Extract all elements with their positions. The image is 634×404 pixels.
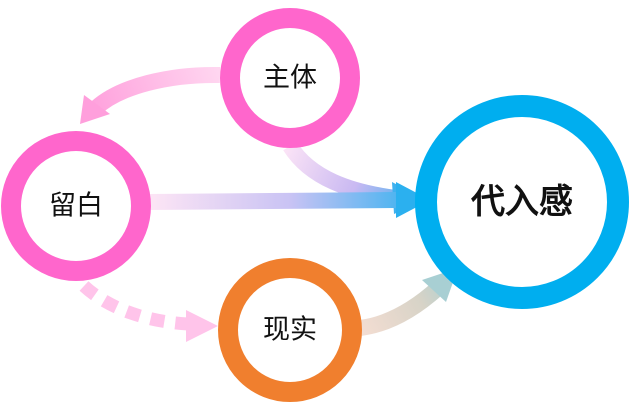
arrow-reality-to-immersion xyxy=(358,268,458,336)
arrow-blank-to-reality xyxy=(79,281,218,342)
arrow-subject-to-blank xyxy=(80,66,221,124)
arrow-blank-to-immersion xyxy=(149,182,430,218)
node-blank: 留白 xyxy=(1,131,151,281)
node-reality: 现实 xyxy=(218,258,362,402)
node-subject: 主体 xyxy=(220,8,360,148)
node-subject-label: 主体 xyxy=(263,63,317,94)
node-reality-label: 现实 xyxy=(263,315,317,346)
node-immersion: 代入感 xyxy=(415,95,629,309)
node-blank-label: 留白 xyxy=(49,191,103,222)
node-blank-ring xyxy=(1,131,151,281)
node-reality-ring xyxy=(218,258,362,402)
node-subject-ring xyxy=(220,8,360,148)
node-immersion-label: 代入感 xyxy=(470,182,573,222)
node-immersion-ring xyxy=(415,95,629,309)
